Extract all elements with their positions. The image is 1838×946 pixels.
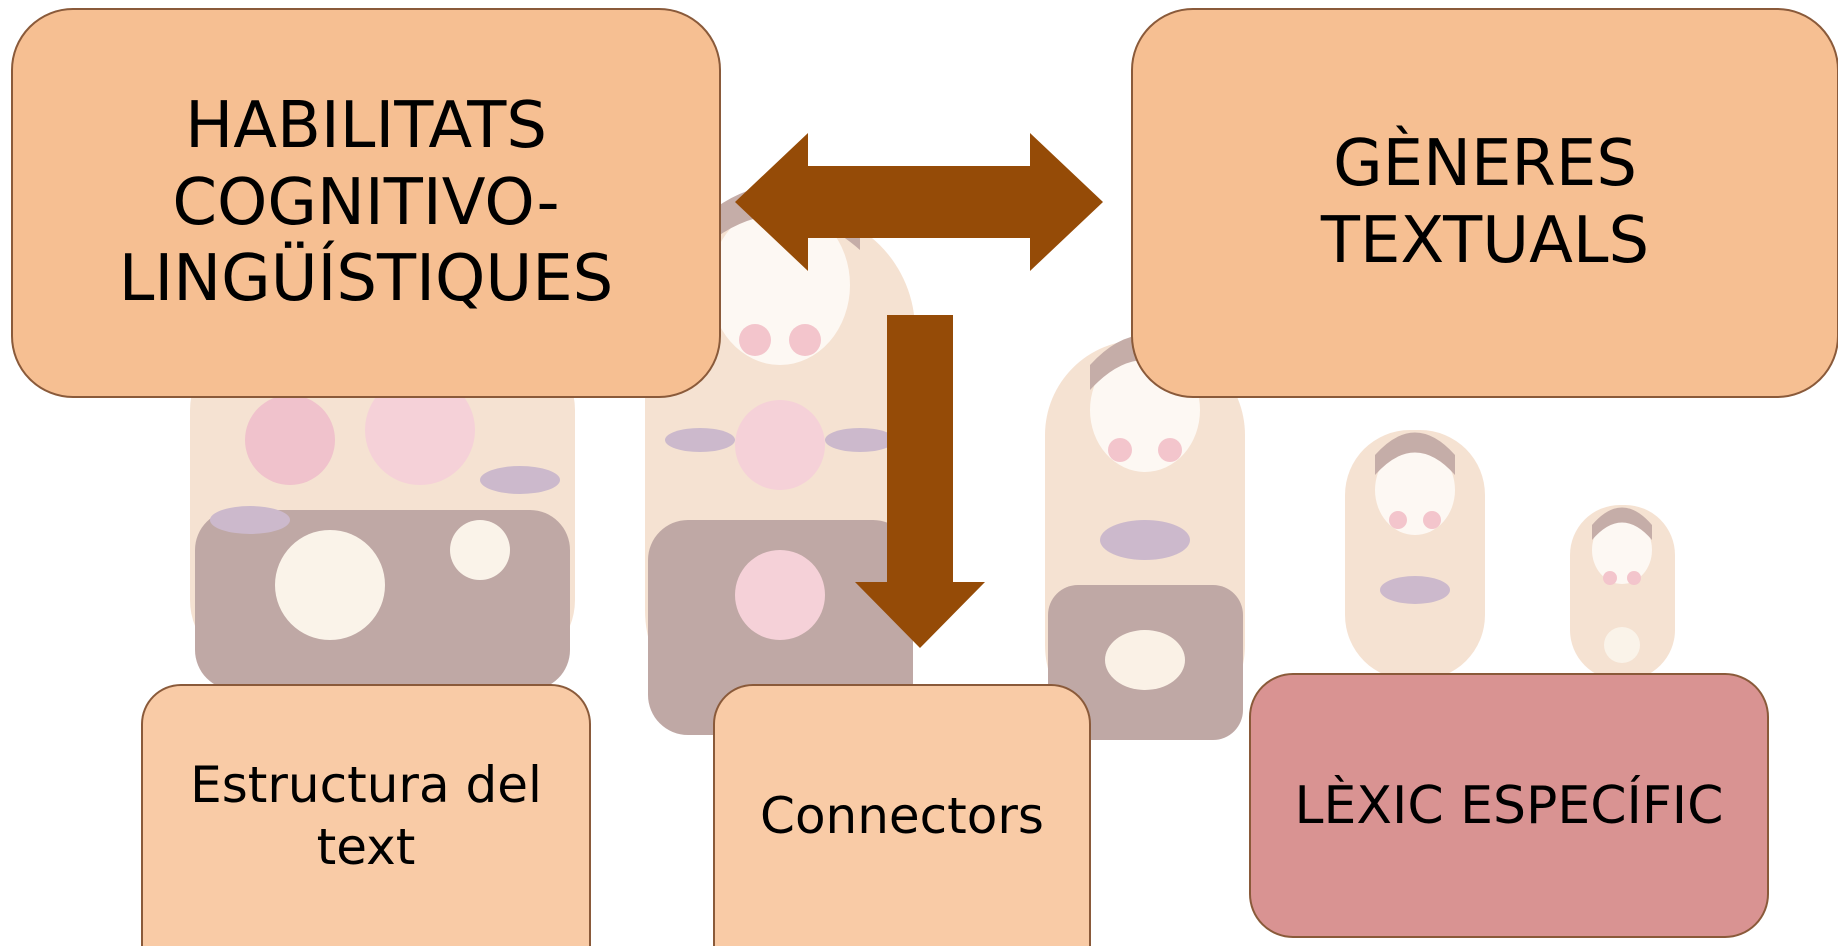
doll-3 bbox=[1045, 335, 1245, 740]
doll-5 bbox=[1570, 505, 1675, 680]
box-generes-textuals: GÈNERES TEXTUALS bbox=[1131, 8, 1838, 398]
box-habilitats-cognitivo-linguistiques: HABILITATS COGNITIVO- LINGÜÍSTIQUES bbox=[11, 8, 721, 398]
box-estructura-del-text: Estructura del text bbox=[141, 684, 591, 946]
box-lexic-especific: LÈXIC ESPECÍFIC bbox=[1249, 673, 1769, 938]
box-generes-label: GÈNERES TEXTUALS bbox=[1320, 127, 1650, 278]
box-lexic-label: LÈXIC ESPECÍFIC bbox=[1294, 775, 1724, 836]
box-connectors-label: Connectors bbox=[760, 786, 1044, 845]
box-estructura-label: Estructura del text bbox=[190, 755, 542, 877]
doll-1 bbox=[190, 340, 575, 690]
box-habilitats-label: HABILITATS COGNITIVO- LINGÜÍSTIQUES bbox=[118, 88, 614, 317]
box-connectors: Connectors bbox=[713, 684, 1091, 946]
doll-4 bbox=[1345, 430, 1485, 680]
